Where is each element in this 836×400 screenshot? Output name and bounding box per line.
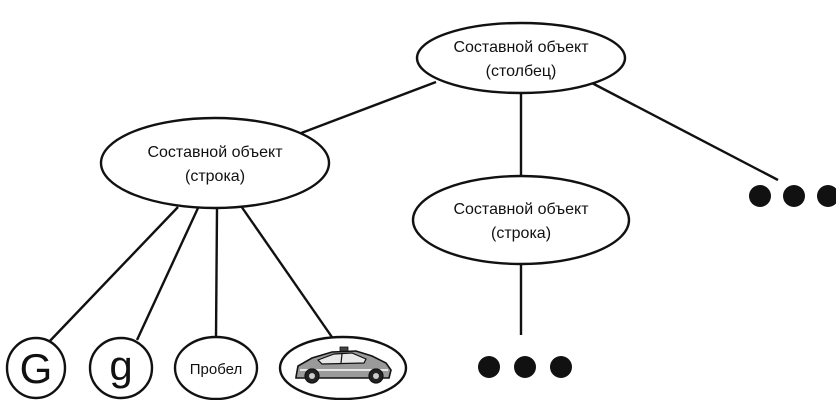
row-left-label-line1: Составной объект xyxy=(147,144,283,161)
row-right-label-line2: (строка) xyxy=(491,225,551,242)
root-ellipse xyxy=(415,21,627,95)
ellipsis-dot xyxy=(783,185,805,207)
edge-root-to-ellipsis xyxy=(589,80,779,182)
leaf-lower-g-circle xyxy=(88,336,154,400)
ellipsis-dot xyxy=(817,185,836,207)
ellipsis-dots-root xyxy=(749,185,836,207)
edge-row-left-to-lower-g xyxy=(135,207,200,341)
ellipsis-dot xyxy=(749,185,771,207)
leaf-upper-g: G xyxy=(5,336,67,400)
row-left-ellipse xyxy=(99,116,331,210)
ellipsis-dot xyxy=(478,356,500,378)
edge-root-to-row-left xyxy=(295,80,437,137)
car-icon xyxy=(295,346,392,384)
ellipsis-dot xyxy=(550,356,572,378)
root-label-line1: Составной объект xyxy=(453,39,589,56)
edge-row-left-to-upper-g xyxy=(46,206,179,345)
row-left-label-line2: (строка) xyxy=(185,168,245,185)
ellipsis-dot xyxy=(514,356,536,378)
leaf-space-ellipse xyxy=(173,335,259,400)
edge-row-left-to-space xyxy=(214,208,219,338)
tree-edges xyxy=(46,80,779,345)
leaf-image xyxy=(278,335,408,400)
root-node: Составной объект (столбец) xyxy=(415,21,627,95)
row-right-label-line1: Составной объект xyxy=(453,201,589,218)
edge-row-left-to-image xyxy=(240,205,335,341)
leaf-space: Пробел xyxy=(173,335,259,400)
leaf-upper-g-label: G xyxy=(20,345,53,392)
leaf-upper-g-circle xyxy=(5,336,67,400)
root-label-line2: (столбец) xyxy=(486,63,557,80)
ellipsis-dots-row xyxy=(478,356,572,378)
row-right-ellipse xyxy=(411,174,631,266)
leaf-lower-g: g xyxy=(88,336,154,400)
leaf-lower-g-label: g xyxy=(109,342,132,389)
row-node-right: Составной объект (строка) xyxy=(411,174,631,266)
leaf-space-label: Пробел xyxy=(190,361,243,378)
row-node-left: Составной объект (строка) xyxy=(99,116,331,210)
